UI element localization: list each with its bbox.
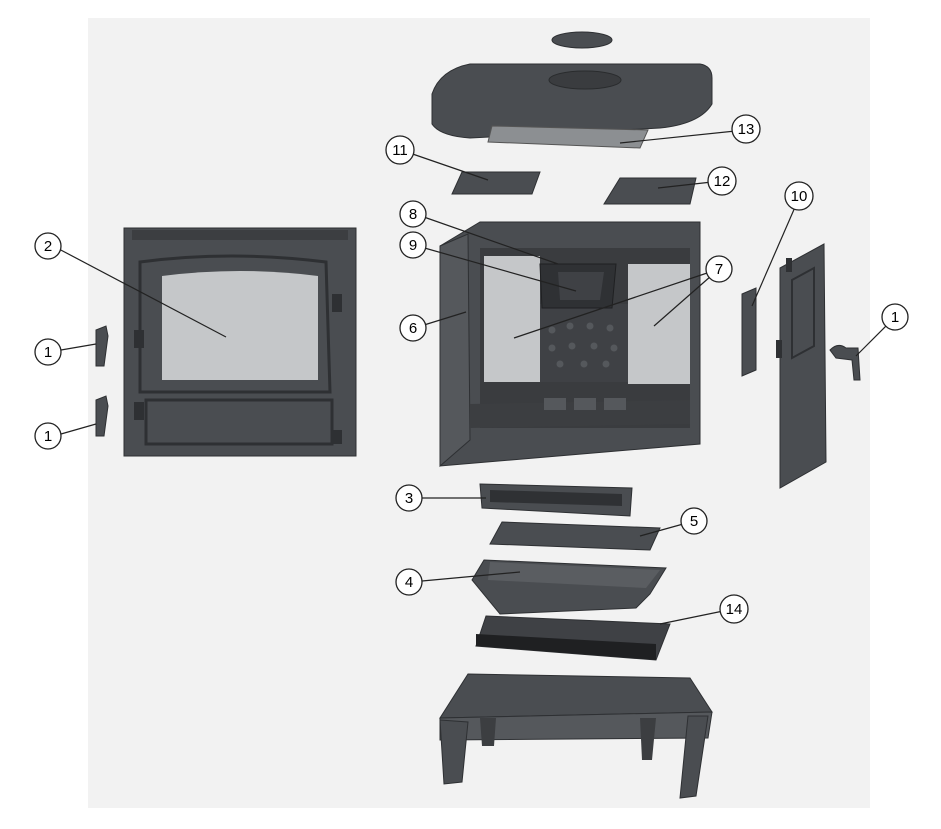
callout-label: 8 bbox=[409, 206, 417, 223]
callout-label: 14 bbox=[726, 601, 743, 618]
callout-1-side-handle: 1 bbox=[881, 303, 909, 331]
callout-7: 7 bbox=[705, 255, 733, 283]
baffle-plate-right bbox=[603, 177, 697, 205]
callout-label: 2 bbox=[44, 238, 52, 255]
callout-label: 9 bbox=[409, 237, 417, 254]
flue-cap bbox=[551, 31, 613, 49]
callout-1-handle-bottom: 1 bbox=[34, 422, 62, 450]
top-plate bbox=[431, 63, 713, 139]
callout-label: 1 bbox=[44, 344, 52, 361]
side-inner-plate bbox=[741, 287, 757, 377]
firebrick-left bbox=[484, 256, 540, 382]
callout-label: 10 bbox=[791, 188, 808, 205]
ash-pan bbox=[471, 559, 667, 615]
callout-5: 5 bbox=[680, 507, 708, 535]
callout-1-handle-top: 1 bbox=[34, 338, 62, 366]
callout-4: 4 bbox=[395, 568, 423, 596]
callout-3: 3 bbox=[395, 484, 423, 512]
callout-label: 7 bbox=[715, 261, 723, 278]
callout-label: 6 bbox=[409, 320, 417, 337]
callout-label: 13 bbox=[738, 121, 755, 138]
callout-11: 11 bbox=[385, 135, 415, 165]
front-door bbox=[123, 227, 357, 457]
callout-label: 11 bbox=[392, 142, 408, 159]
callout-2: 2 bbox=[34, 232, 62, 260]
callout-8: 8 bbox=[399, 200, 427, 228]
callout-label: 12 bbox=[714, 173, 731, 190]
callout-6: 6 bbox=[399, 314, 427, 342]
firebox-body bbox=[439, 221, 701, 468]
leader-lines bbox=[56, 129, 896, 625]
stove-base bbox=[439, 673, 713, 799]
callout-12: 12 bbox=[707, 166, 737, 196]
callout-label: 5 bbox=[690, 513, 698, 530]
callout-label: 3 bbox=[405, 490, 413, 507]
callout-label: 1 bbox=[44, 428, 52, 445]
side-door bbox=[776, 243, 827, 489]
throat-opening bbox=[558, 272, 604, 300]
door-glass bbox=[162, 271, 318, 380]
callout-13: 13 bbox=[731, 114, 761, 144]
grate-bar bbox=[479, 483, 633, 517]
callout-9: 9 bbox=[399, 231, 427, 259]
grate-plate bbox=[489, 521, 661, 551]
callout-10: 10 bbox=[784, 181, 814, 211]
door-handle-upper bbox=[95, 325, 109, 367]
door-handle-lower bbox=[95, 395, 109, 437]
baffle-plate-left bbox=[451, 171, 541, 195]
callout-14: 14 bbox=[719, 594, 749, 624]
top-baffle-strip bbox=[487, 125, 649, 149]
callout-label: 1 bbox=[891, 309, 899, 326]
ash-tray bbox=[475, 615, 671, 661]
callout-label: 4 bbox=[405, 574, 413, 591]
side-door-handle bbox=[829, 344, 861, 381]
